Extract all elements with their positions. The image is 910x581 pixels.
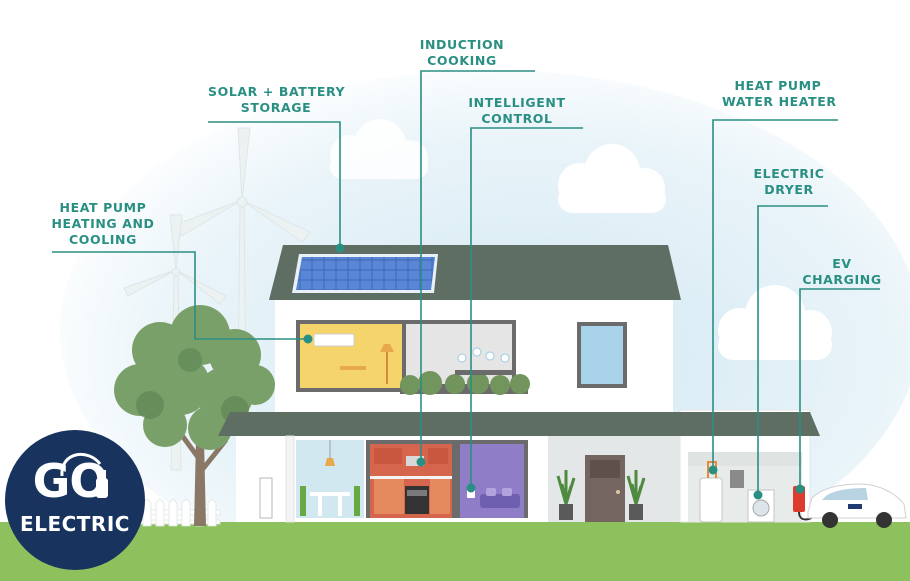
porch-column xyxy=(285,435,295,523)
label-solar-line1: SOLAR + BATTERY xyxy=(208,84,346,99)
shrubs xyxy=(400,371,530,395)
plug-icon xyxy=(60,453,108,498)
callout-line-water-heater xyxy=(712,119,838,470)
tree xyxy=(114,305,275,526)
tower-unit xyxy=(259,477,273,519)
label-intelligent-line1: INTELLIGENT xyxy=(468,95,566,110)
callout-line-intelligent xyxy=(470,127,583,488)
cloud-right-low xyxy=(718,285,832,360)
callout-line-dryer xyxy=(757,205,828,495)
floor-lamp xyxy=(386,352,388,384)
dining-chair-left xyxy=(300,486,306,516)
desk xyxy=(340,366,366,370)
potted-plant-left xyxy=(556,470,576,520)
label-hvac-line2: HEATING AND xyxy=(51,216,155,231)
callout-line-hvac xyxy=(52,251,308,340)
badge-go-text: GO xyxy=(32,454,109,508)
label-solar-battery: SOLAR + BATTERY STORAGE xyxy=(208,84,346,116)
kitchen-cabinets-top xyxy=(374,448,402,464)
pendant-light xyxy=(325,458,335,466)
dining-table xyxy=(310,492,350,496)
label-intelligent-line2: CONTROL xyxy=(481,111,553,126)
mini-split-unit xyxy=(313,333,355,347)
label-ev-charging: EV CHARGING xyxy=(800,256,884,288)
sofa xyxy=(480,494,520,508)
label-electric-dryer: ELECTRIC DRYER xyxy=(750,166,828,198)
dining-chair-right xyxy=(354,486,360,516)
callout-dots xyxy=(303,243,805,500)
solar-panel xyxy=(292,254,438,293)
label-solar-line2: STORAGE xyxy=(240,100,312,115)
label-induction-cooking: INDUCTION COOKING xyxy=(414,37,510,69)
porch-roof xyxy=(218,412,820,436)
label-hvac-line1: HEAT PUMP xyxy=(59,200,147,215)
label-water-heater-line2: WATER HEATER xyxy=(722,94,837,109)
label-dryer-line2: DRYER xyxy=(764,182,814,197)
flowers xyxy=(457,347,510,363)
label-ev-line1: EV xyxy=(832,256,852,271)
upper-right-window xyxy=(581,326,623,384)
kitchen-counter xyxy=(374,478,404,514)
electric-car xyxy=(807,483,907,528)
label-dryer-line1: ELECTRIC xyxy=(753,166,825,181)
water-heater xyxy=(699,477,723,523)
label-induction-line1: INDUCTION xyxy=(419,37,505,52)
badge-electric-text: ELECTRIC xyxy=(20,512,130,536)
electric-panel xyxy=(730,470,744,488)
label-water-heater-line1: HEAT PUMP xyxy=(734,78,822,93)
planter-box xyxy=(400,384,528,394)
label-induction-line2: COOKING xyxy=(427,53,497,68)
flower-box xyxy=(455,370,513,375)
callout-line-ev xyxy=(799,288,880,489)
callout-lines xyxy=(52,70,880,495)
grass-ground xyxy=(0,522,910,581)
label-intelligent-control: INTELLIGENT CONTROL xyxy=(465,95,569,127)
cloud-right-top xyxy=(558,144,666,213)
label-heat-pump-water-heater: HEAT PUMP WATER HEATER xyxy=(722,78,837,110)
callout-line-induction xyxy=(420,70,535,462)
kitchen-hood xyxy=(406,456,424,466)
callout-line-solar xyxy=(208,121,341,248)
label-ev-line2: CHARGING xyxy=(802,272,882,287)
go-electric-badge xyxy=(5,430,145,570)
garage-door-top xyxy=(688,452,802,466)
label-hvac-line3: COOLING xyxy=(69,232,137,247)
label-heat-pump-hvac: HEAT PUMP HEATING AND COOLING xyxy=(48,200,158,248)
potted-plant-right xyxy=(626,470,646,520)
